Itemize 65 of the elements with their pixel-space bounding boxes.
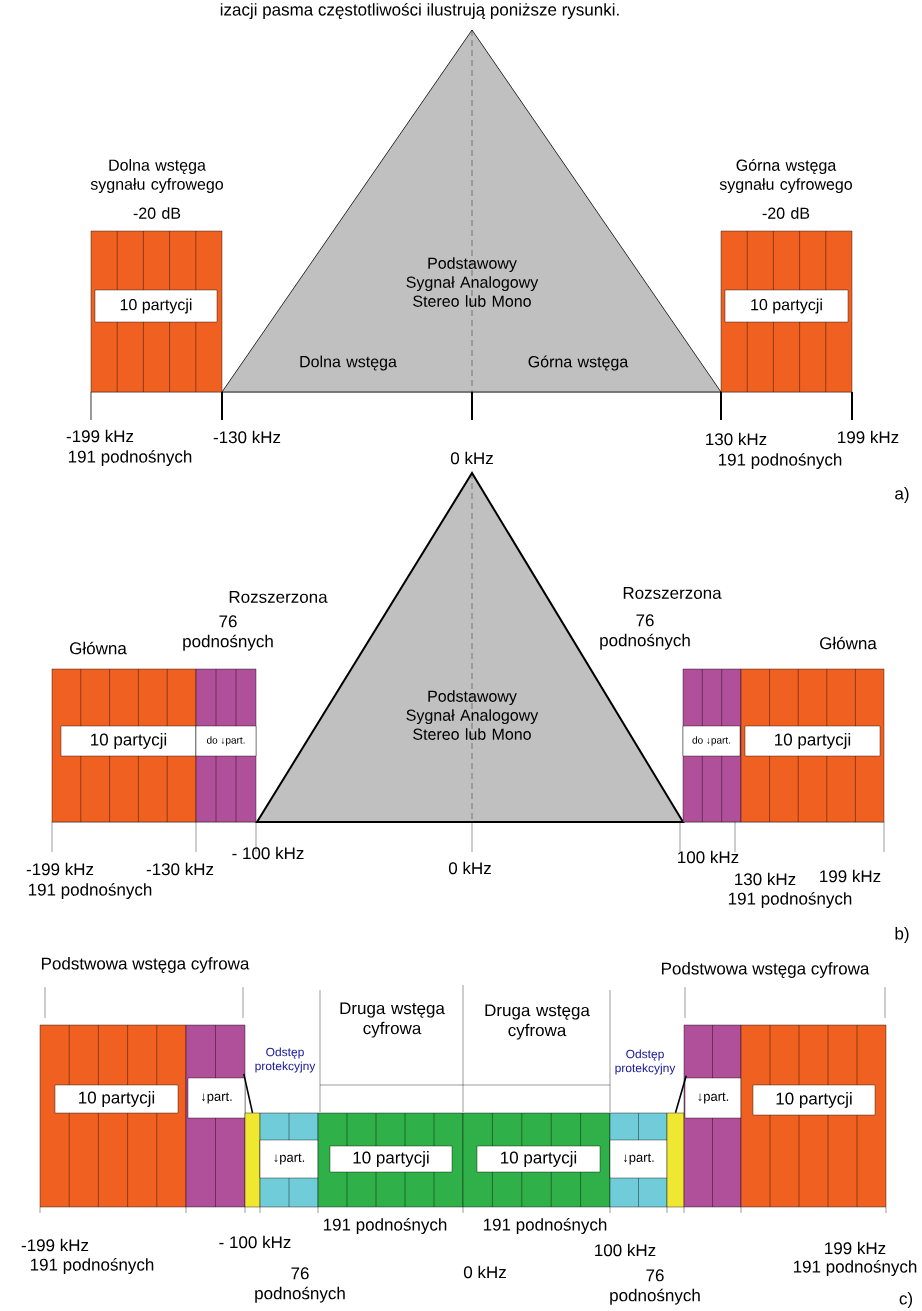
- subcarrier-band-block: ↓part.: [683, 1024, 742, 1208]
- subcarrier-band-block: 10 partycji: [317, 1112, 464, 1208]
- subcarrier-band-block: 10 partycji: [462, 1112, 611, 1208]
- axis-label: c): [899, 1292, 913, 1308]
- guard-band-label: Odstęp protekcyjny: [615, 1049, 676, 1075]
- subcarrier-band-block: ↓part.: [185, 1024, 246, 1208]
- band-heading: Rozszerzona: [623, 587, 722, 599]
- axis-label: 76 podnośnych: [255, 1267, 345, 1303]
- band-heading: Rozszerzona: [229, 591, 328, 603]
- band-heading: Dolna wstęga sygnału cyfrowego: [90, 159, 223, 193]
- axis-label: 191 podnośnych: [30, 1258, 154, 1275]
- axis-label: 130 kHz: [735, 872, 796, 886]
- band-caption: Druga wstęga cyfrowa: [485, 1004, 590, 1040]
- axis-label: -130 kHz: [213, 430, 281, 444]
- axis-label: -199 kHz: [21, 1238, 89, 1252]
- signal-label: Podstawowy Sygnał Analogowy Stereo lub Mono: [406, 257, 539, 307]
- axis-label: -130 kHz: [146, 862, 214, 876]
- subcarrier-band-block: 10 partycji: [39, 1024, 187, 1208]
- axis-label: 199 kHz: [838, 430, 899, 444]
- subcarrier-band-block: ↓part.: [609, 1112, 668, 1208]
- subcarrier-band-block: do ↓part.: [195, 668, 257, 823]
- axis-label: 191 podnośnych: [793, 1260, 917, 1277]
- subcarrier-band-block: 10 partycji: [90, 230, 223, 393]
- axis-label: 191 podnośnych: [483, 1218, 607, 1235]
- axis-label: 199 kHz: [825, 1241, 886, 1255]
- band-caption: Podstwowa wstęga cyfrowa: [662, 962, 870, 978]
- axis-label: 191 podnośnych: [68, 450, 192, 467]
- subcarrier-band-block: do ↓part.: [682, 668, 742, 823]
- band-heading: -20 dB: [762, 207, 810, 219]
- subcarrier-band-block: 10 partycji: [740, 668, 885, 823]
- subcarrier-band-block: 10 partycji: [740, 1024, 887, 1208]
- axis-label: 76 podnośnych: [610, 1269, 700, 1305]
- axis-label: 100 kHz: [595, 1243, 656, 1257]
- axis-label: a): [895, 487, 909, 503]
- axis-label: 130 kHz: [706, 432, 767, 446]
- band-heading: -20 dB: [133, 207, 181, 219]
- band-heading: 76 podnośnych: [600, 614, 690, 650]
- axis-label: 199 kHz: [820, 869, 881, 883]
- subcarrier-band-block: 10 partycji: [720, 230, 853, 393]
- signal-label: Podstawowy Sygnał Analogowy Stereo lub Mono: [406, 690, 539, 740]
- axis-label: 191 podnośnych: [718, 453, 842, 470]
- signal-label: Górna wstęga: [528, 355, 629, 371]
- axis-label: 191 podnośnych: [323, 1218, 447, 1235]
- subcarrier-band-block: 10 partycji: [51, 668, 197, 823]
- signal-label: Dolna wstęga: [300, 355, 397, 371]
- band-heading: 76 podnośnych: [183, 615, 273, 651]
- axis-label: - 100 kHz: [219, 1235, 291, 1249]
- guard-band-label: Odstęp protekcyjny: [255, 1047, 316, 1073]
- band-caption: Druga wstęga cyfrowa: [340, 1002, 445, 1038]
- axis-label: -199 kHz: [26, 862, 94, 876]
- axis-label: 0 kHz: [463, 1265, 506, 1279]
- axis-label: b): [895, 927, 909, 943]
- band-heading: Główna: [820, 636, 877, 650]
- axis-label: 0 kHz: [448, 861, 491, 875]
- band-heading: Główna: [70, 641, 127, 655]
- band-caption: Podstwowa wstęga cyfrowa: [42, 957, 250, 973]
- axis-label: - 100 kHz: [232, 846, 304, 860]
- leader-line: [243, 1073, 254, 1114]
- axis-label: 191 podnośnych: [28, 883, 152, 900]
- axis-label: 191 podnośnych: [728, 892, 852, 909]
- axis-label: -199 kHz: [66, 429, 134, 443]
- axis-label: 100 kHz: [678, 850, 739, 864]
- subcarrier-band-block: ↓part.: [259, 1112, 319, 1208]
- band-heading: Górna wstęga sygnału cyfrowego: [719, 158, 852, 194]
- leader-line: [674, 1075, 687, 1114]
